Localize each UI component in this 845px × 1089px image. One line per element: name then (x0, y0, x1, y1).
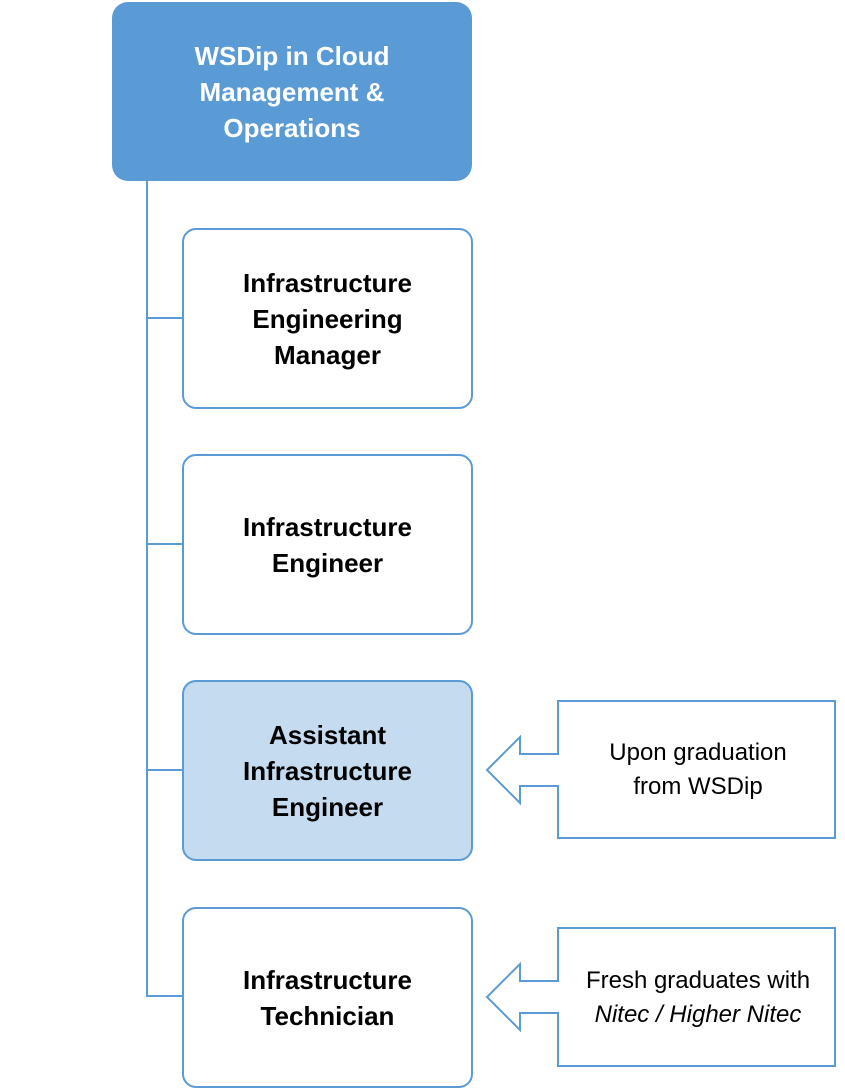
role-assistant-infrastructure-engineer: Assistant Infrastructure Engineer (182, 680, 473, 861)
connector-role-3 (146, 769, 183, 771)
root-line-1: WSDip in Cloud (194, 40, 390, 71)
role-infrastructure-engineer: Infrastructure Engineer (182, 454, 473, 635)
role-2-line-1: Infrastructure (242, 511, 413, 542)
root-line-2: Management & (199, 76, 385, 107)
root-line-3: Operations (223, 112, 361, 143)
callout-1-line-1: Upon graduation (609, 739, 787, 766)
callout-1-line-2: from WSDip (633, 773, 763, 800)
role-3-line-1: Assistant (268, 719, 387, 750)
connector-role-2 (146, 543, 183, 545)
left-arrow-callout-shape (485, 927, 836, 1067)
role-4-line-1: Infrastructure (242, 964, 413, 995)
callout-2-text: Fresh graduates with Nitec / Higher Nite… (560, 927, 836, 1068)
root-node-wsdip: WSDip in Cloud Management & Operations (112, 2, 472, 181)
hierarchy-connector-vertical (146, 181, 148, 997)
role-3-line-3: Engineer (271, 791, 384, 822)
role-1-line-3: Manager (274, 339, 381, 370)
left-arrow-callout-shape (485, 700, 836, 839)
callout-2-line-1: Fresh graduates with (585, 966, 811, 994)
callout-upon-graduation: Upon graduation from WSDip (484, 700, 838, 840)
role-infrastructure-engineering-manager: Infrastructure Engineering Manager (182, 228, 473, 409)
role-infrastructure-technician: Infrastructure Technician (182, 907, 473, 1088)
role-4-line-2: Technician (260, 1000, 395, 1031)
connector-role-1 (146, 317, 183, 319)
role-1-line-1: Infrastructure (242, 267, 413, 298)
callout-2-line-2-italic: Nitec / Higher Nitec (594, 1000, 802, 1028)
role-1-line-2: Engineering (252, 303, 403, 334)
role-3-line-2: Infrastructure (242, 755, 413, 786)
callout-fresh-graduates: Fresh graduates with Nitec / Higher Nite… (484, 927, 838, 1068)
connector-role-4 (146, 995, 183, 997)
role-2-line-2: Engineer (271, 547, 384, 578)
callout-1-text: Upon graduation from WSDip (560, 700, 836, 840)
